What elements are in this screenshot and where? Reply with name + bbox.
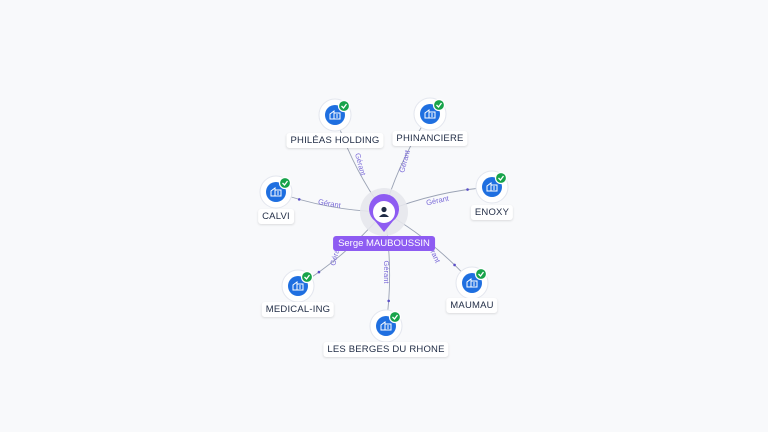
edge-label: Gérant [317, 197, 342, 210]
edge-arrow [453, 263, 456, 267]
edge-label: Gérant [397, 148, 412, 173]
person-label[interactable]: Serge MAUBOUSSIN [333, 236, 435, 251]
person-node[interactable] [360, 188, 408, 236]
edge-arrow [317, 270, 321, 274]
building-icon [292, 281, 304, 291]
company-node[interactable] [413, 97, 447, 131]
verified-check-icon [388, 310, 402, 324]
company-label[interactable]: LES BERGES DU RHONE [323, 342, 449, 357]
building-icon [486, 182, 498, 192]
edge-label: Gérant [382, 261, 391, 285]
company-label[interactable]: MAUMAU [446, 298, 498, 313]
company-label[interactable]: PHINANCIERE [392, 131, 468, 146]
verified-check-icon [278, 176, 292, 190]
company-node[interactable] [455, 266, 489, 300]
verified-check-icon [300, 270, 314, 284]
company-label[interactable]: MEDICAL-ING [261, 302, 335, 317]
edge-label: Gérant [425, 194, 450, 208]
building-icon [424, 109, 436, 119]
verified-check-icon [474, 267, 488, 281]
company-node[interactable] [281, 269, 315, 303]
verified-check-icon [494, 171, 508, 185]
company-node[interactable] [318, 98, 352, 132]
verified-check-icon [337, 99, 351, 113]
edge-arrow [387, 299, 390, 303]
building-icon [466, 278, 478, 288]
building-icon [329, 110, 341, 120]
person-icon [379, 206, 389, 217]
company-node[interactable] [475, 170, 509, 204]
building-icon [270, 187, 282, 197]
company-node[interactable] [369, 309, 403, 343]
company-label[interactable]: PHILÉAS HOLDING [286, 133, 384, 148]
company-label[interactable]: CALVI [258, 209, 294, 224]
edge-arrow [297, 198, 301, 201]
edge-arrow [466, 188, 469, 191]
building-icon [380, 321, 392, 331]
verified-check-icon [432, 98, 446, 112]
company-node[interactable] [259, 175, 293, 209]
company-label[interactable]: ENOXY [470, 205, 514, 220]
